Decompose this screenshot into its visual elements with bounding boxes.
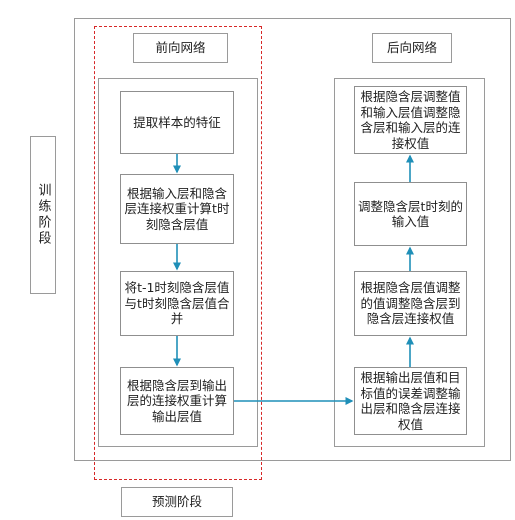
backward-step-adjust-output-hidden-weights: 根据输出层值和目标值的误差调整输出层和隐含层连接权值 — [354, 367, 467, 435]
backward-step-adjust-hidden-input: 调整隐含层t时刻的输入值 — [354, 182, 467, 246]
forward-step-merge-hidden: 将t-1时刻隐含层值与t时刻隐含层值合并 — [120, 271, 234, 336]
backward-step-adjust-input-hidden-weights: 根据隐含层调整值和输入层值调整隐含层和输入层的连接权值 — [354, 86, 467, 154]
forward-step-extract-features: 提取样本的特征 — [120, 91, 234, 154]
backward-step-adjust-hidden-hidden-weights: 根据隐含层值调整的值调整隐含层到隐含层连接权值 — [354, 271, 467, 336]
forward-network-title: 前向网络 — [133, 33, 228, 63]
training-stage-label: 训练阶段 — [30, 136, 56, 294]
prediction-stage-label: 预测阶段 — [121, 487, 233, 517]
backward-network-title: 后向网络 — [372, 33, 452, 63]
forward-step-compute-hidden: 根据输入层和隐含层连接权重计算t时刻隐含层值 — [120, 174, 234, 244]
forward-step-compute-output: 根据隐含层到输出层的连接权重计算输出层值 — [120, 367, 234, 435]
